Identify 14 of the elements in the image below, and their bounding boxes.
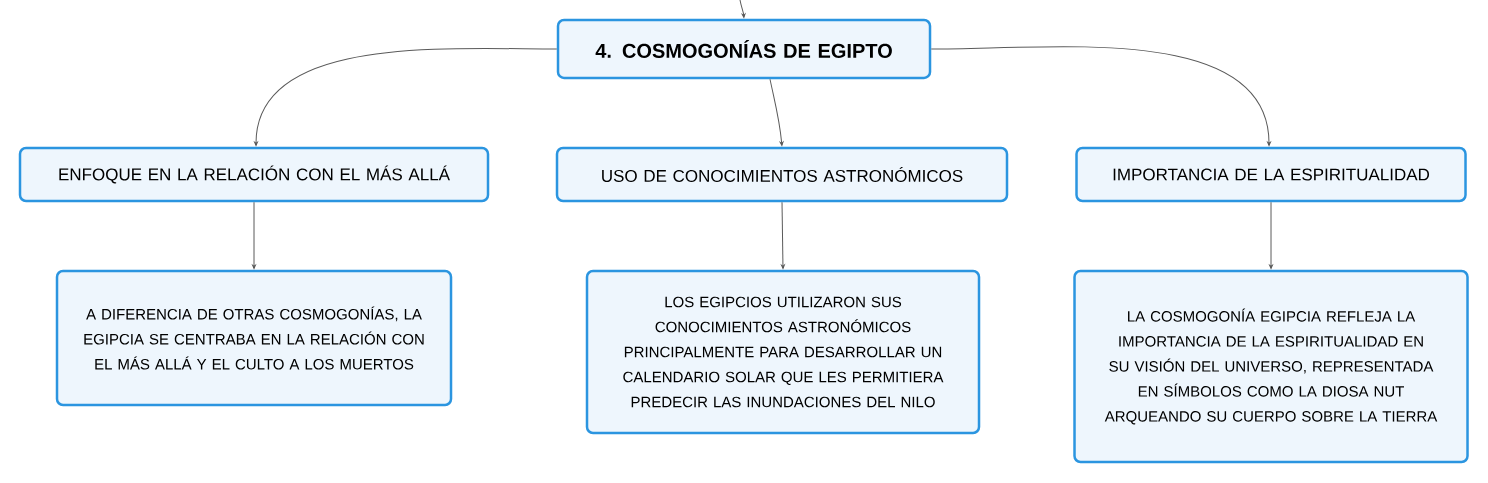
connector-arrow xyxy=(1269,201,1273,269)
connector-arrow xyxy=(930,46,1271,146)
description-box: LA COSMOGONÍA EGIPCIA REFLEJA LA IMPORTANCIA DE LA ESPIRITUALIDAD EN SU VISIÓN DEL UNIVERSO, REPRESENTADA EN SÍMBOLOS COMO LA DIOSA NUT ARQUEANDO SU CUERPO SOBRE LA TIERRA xyxy=(1073,269,1469,464)
subtopic-box: IMPORTANCIA DE LA ESPIRITUALIDAD xyxy=(1075,146,1467,203)
topic-box: 4. COSMOGONÍAS DE EGIPTO xyxy=(556,18,932,80)
subtopic-box: USO DE CONOCIMIENTOS ASTRONÓMICOS xyxy=(555,146,1009,203)
connector-arrow xyxy=(781,201,785,269)
connector-arrow xyxy=(769,78,784,146)
connector-arrow xyxy=(739,0,746,18)
description-box: A DIFERENCIA DE OTRAS COSMOGONÍAS, LA EGIPCIA SE CENTRABA EN LA RELACIÓN CON EL MÁS ALLÁ Y EL CULTO A LOS MUERTOS xyxy=(55,269,453,407)
connector-arrow xyxy=(252,201,256,269)
subtopic-box: ENFOQUE EN LA RELACIÓN CON EL MÁS ALLÁ xyxy=(18,146,490,203)
connector-arrow xyxy=(254,48,558,146)
description-box: LOS EGIPCIOS UTILIZARON SUS CONOCIMIENTOS ASTRONÓMICOS PRINCIPALMENTE PARA DESARROLLAR UN CALENDARIO SOLAR QUE LES PERMITIERA PREDECIR LAS INUNDACIONES DEL NILO xyxy=(585,269,981,435)
